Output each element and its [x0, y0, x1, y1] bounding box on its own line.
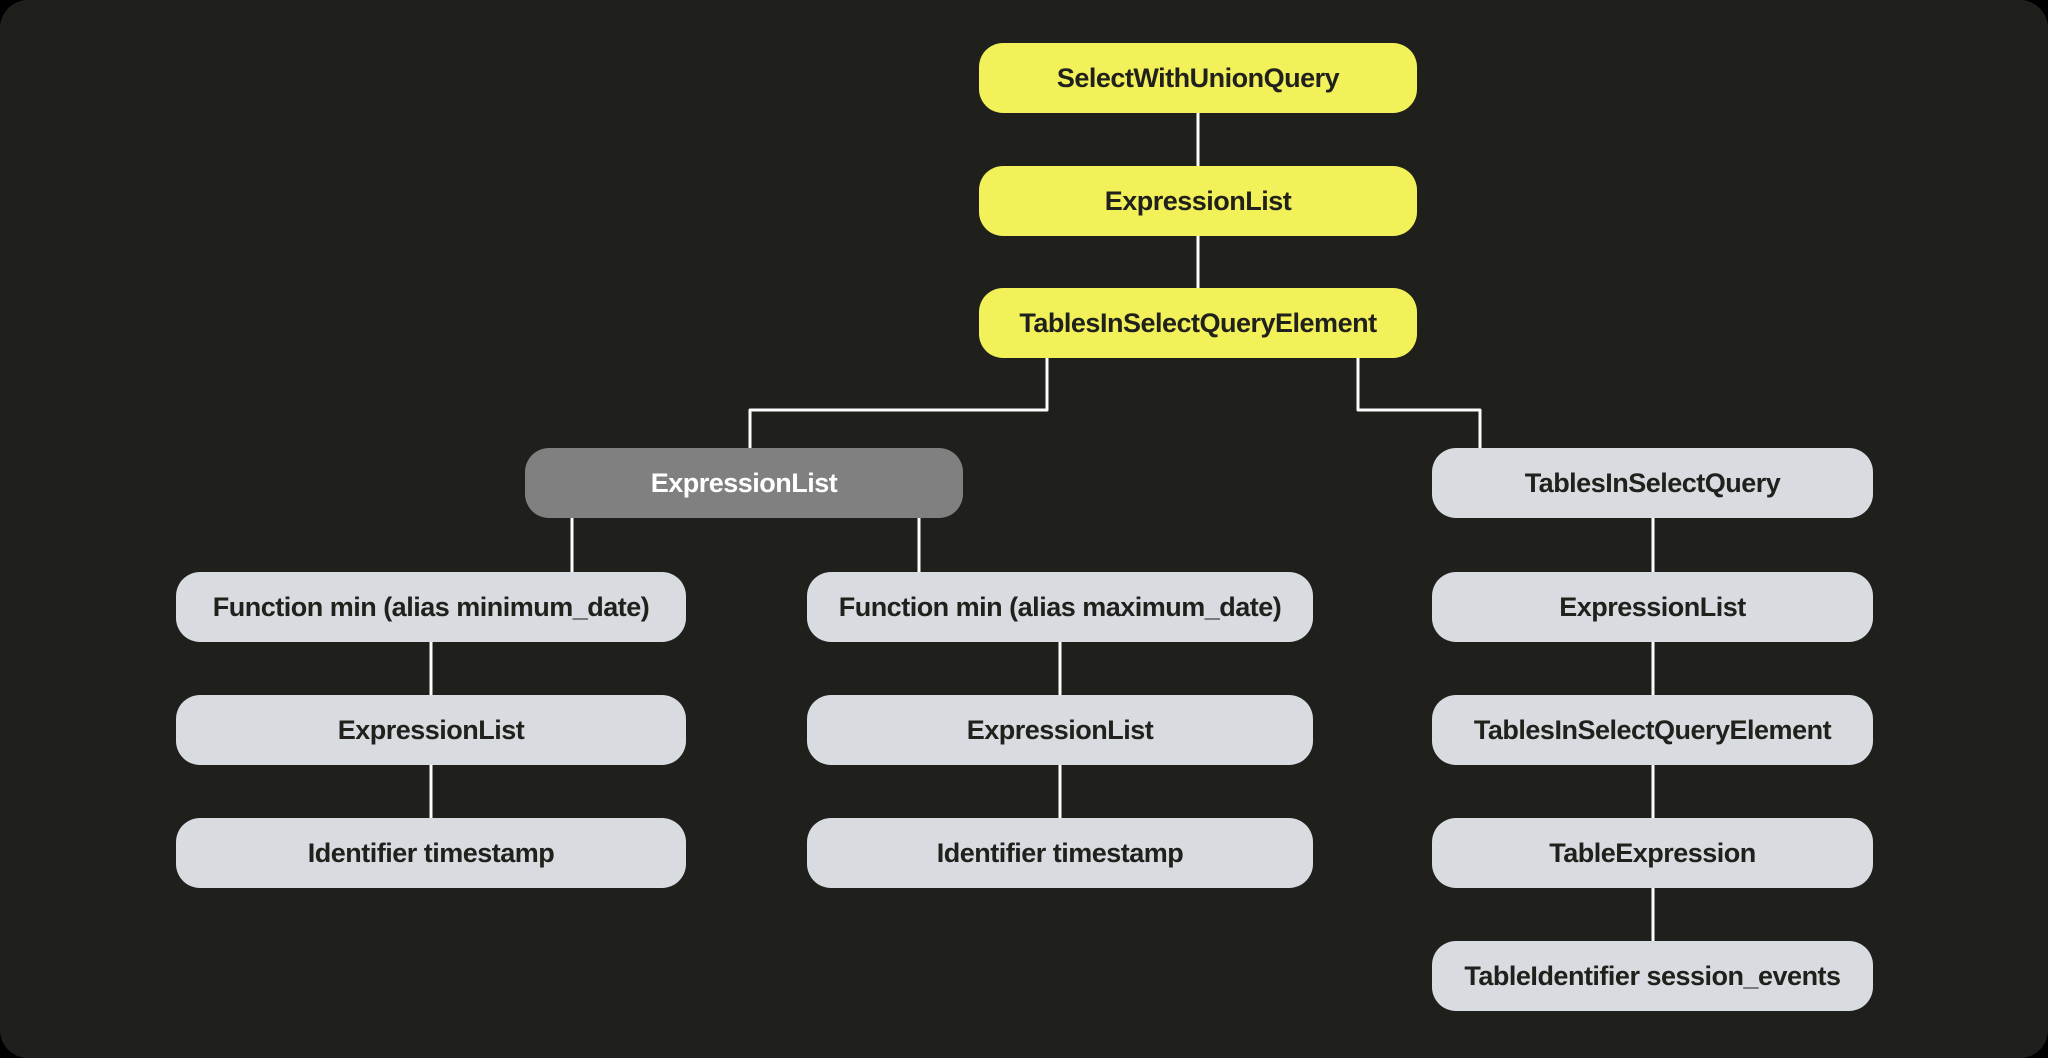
node-identifier-timestamp-left[interactable]: Identifier timestamp [176, 818, 686, 888]
node-label: ExpressionList [337, 714, 525, 745]
node-label: Identifier timestamp [936, 837, 1184, 868]
node-label: TableIdentifier session_events [1464, 960, 1841, 991]
node-table-expression[interactable]: TableExpression [1432, 818, 1873, 888]
edge-tables-in-select-query-element-top--tables-in-select-query [1356, 358, 1482, 448]
node-tables-in-select-query-element-2[interactable]: TablesInSelectQueryElement [1432, 695, 1873, 765]
node-label: ExpressionList [1104, 185, 1292, 216]
node-table-identifier-session-events[interactable]: TableIdentifier session_events [1432, 941, 1873, 1011]
node-label: ExpressionList [966, 714, 1154, 745]
node-label: Function min (alias minimum_date) [212, 591, 650, 622]
node-function-min-maximum-date[interactable]: Function min (alias maximum_date) [807, 572, 1313, 642]
node-label: TablesInSelectQuery [1524, 467, 1781, 498]
node-label: ExpressionList [1559, 591, 1746, 622]
node-tables-in-select-query[interactable]: TablesInSelectQuery [1432, 448, 1873, 518]
node-select-with-union-query[interactable]: SelectWithUnionQuery [979, 43, 1417, 113]
node-label: TablesInSelectQueryElement [1473, 714, 1832, 745]
node-label: Function min (alias maximum_date) [838, 591, 1282, 622]
node-label: ExpressionList [650, 467, 838, 498]
edge-tables-in-select-query-element-top--expression-list-selected [748, 358, 1049, 448]
node-expression-list-left[interactable]: ExpressionList [176, 695, 686, 765]
node-expression-list-top[interactable]: ExpressionList [979, 166, 1417, 236]
node-expression-list-right[interactable]: ExpressionList [1432, 572, 1873, 642]
node-label: TableExpression [1549, 837, 1756, 868]
node-function-min-minimum-date[interactable]: Function min (alias minimum_date) [176, 572, 686, 642]
node-label: TablesInSelectQueryElement [1019, 307, 1377, 338]
node-identifier-timestamp-middle[interactable]: Identifier timestamp [807, 818, 1313, 888]
node-label: Identifier timestamp [307, 837, 555, 868]
node-label: SelectWithUnionQuery [1056, 62, 1340, 93]
node-expression-list-selected[interactable]: ExpressionList [525, 448, 963, 518]
node-tables-in-select-query-element-top[interactable]: TablesInSelectQueryElement [979, 288, 1417, 358]
node-expression-list-middle[interactable]: ExpressionList [807, 695, 1313, 765]
